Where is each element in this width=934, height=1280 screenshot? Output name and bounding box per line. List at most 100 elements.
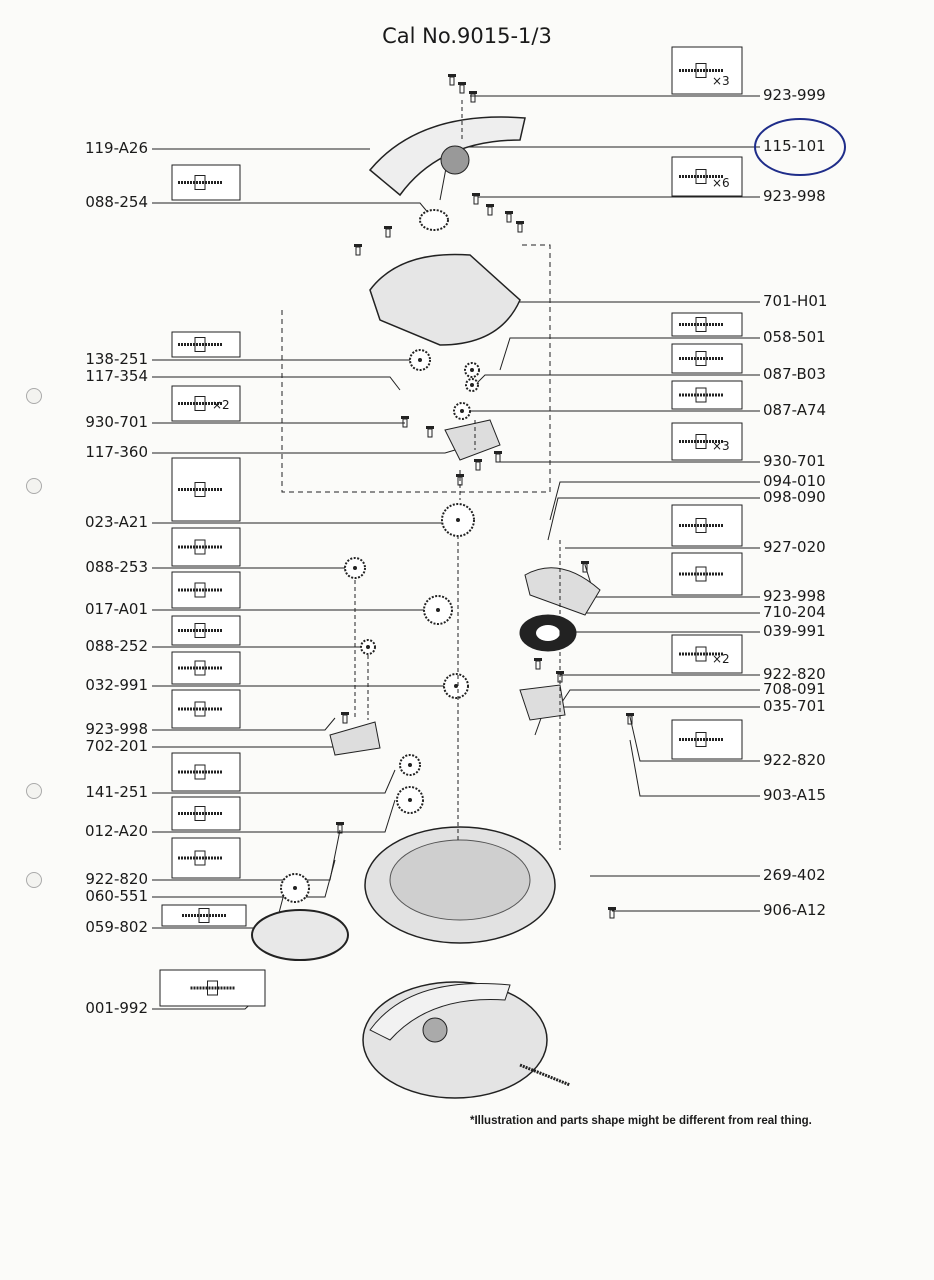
part-number-label: 701-H01 xyxy=(763,292,828,310)
part-number-label: 138-251 xyxy=(85,350,148,368)
screw-icon xyxy=(342,714,348,724)
part-number-label: 923-999 xyxy=(763,86,826,104)
gear-arbor xyxy=(470,368,474,372)
screw-icon xyxy=(487,206,493,216)
leader-line xyxy=(152,799,396,833)
gear-arbor xyxy=(353,566,357,570)
quantity-badge: ×3 xyxy=(712,439,730,453)
screw-icon xyxy=(556,671,564,674)
screw-icon xyxy=(341,712,349,715)
screw-icon xyxy=(608,907,616,910)
leader-line xyxy=(474,374,760,386)
screw-icon xyxy=(459,84,465,94)
part-number-label: 087-A74 xyxy=(763,401,827,419)
screw-icon xyxy=(517,223,523,233)
leader-line xyxy=(629,739,760,797)
screw-icon xyxy=(402,418,408,428)
rotor-bearing xyxy=(440,145,470,175)
part-thumbnail-icon xyxy=(194,764,206,780)
part-thumbnail-icon xyxy=(194,539,206,555)
part-thumbnail-icon xyxy=(198,908,210,923)
leader-line xyxy=(152,449,456,454)
leader-line xyxy=(547,497,760,541)
quantity-badge: ×2 xyxy=(212,398,230,412)
part-number-label: 088-253 xyxy=(85,558,148,576)
part-number-label: 923-998 xyxy=(763,587,826,605)
part-number-label: 039-991 xyxy=(763,622,826,640)
part-thumbnail-icon xyxy=(194,623,206,638)
automatic-bridge xyxy=(369,253,521,346)
gear-arbor xyxy=(460,409,464,413)
balance-hub xyxy=(536,625,560,641)
part-thumbnail-icon xyxy=(194,701,206,717)
part-thumbnail-icon xyxy=(695,317,707,332)
screw-icon xyxy=(475,461,481,471)
part-number-label: 023-A21 xyxy=(84,513,148,531)
part-number-label: 922-820 xyxy=(763,751,826,769)
screw-icon xyxy=(354,244,362,247)
train-bridge xyxy=(329,721,381,756)
screw-icon xyxy=(355,246,361,256)
part-number-label: 923-998 xyxy=(763,187,826,205)
part-thumbnail-icon xyxy=(194,660,206,676)
leader-line xyxy=(569,599,760,614)
part-thumbnail-icon xyxy=(194,396,206,411)
part-thumbnail-icon xyxy=(207,980,218,996)
binder-hole xyxy=(26,478,42,494)
part-thumbnail-icon xyxy=(194,175,206,190)
screw-icon xyxy=(495,453,501,463)
screw-icon xyxy=(505,211,513,214)
part-number-label: 017-A01 xyxy=(84,600,148,618)
leader-line xyxy=(152,717,336,731)
gear-arbor xyxy=(366,645,370,649)
part-thumbnail-icon xyxy=(695,434,707,449)
part-number-label: 702-201 xyxy=(85,737,148,755)
part-number-label: 035-701 xyxy=(763,697,826,715)
part-thumbnail-icon xyxy=(194,582,206,598)
screw-icon xyxy=(336,822,344,825)
part-number-label: 012-A20 xyxy=(84,822,148,840)
screw-icon xyxy=(626,713,634,716)
part-number-label: 923-998 xyxy=(85,720,148,738)
part-number-label: 117-360 xyxy=(85,443,148,461)
part-number-label: 930-701 xyxy=(763,452,826,470)
part-number-label: 906-A12 xyxy=(763,901,827,919)
screw-icon xyxy=(401,416,409,419)
gear-arbor xyxy=(436,608,440,612)
part-number-label: 922-820 xyxy=(85,870,148,888)
screw-icon xyxy=(534,658,542,661)
gear-arbor xyxy=(470,383,474,387)
lever xyxy=(444,419,501,461)
highlight-circle xyxy=(754,118,846,176)
binder-hole xyxy=(26,872,42,888)
leader-line xyxy=(152,859,336,898)
screw-icon xyxy=(427,428,433,438)
gear-arbor xyxy=(454,684,458,688)
screw-icon xyxy=(384,226,392,229)
part-number-label: 098-090 xyxy=(763,488,826,506)
leader-line xyxy=(152,376,401,391)
part-number-label: 088-252 xyxy=(85,637,148,655)
screw-icon xyxy=(474,459,482,462)
part-number-label: 058-501 xyxy=(763,328,826,346)
part-thumbnail-icon xyxy=(695,169,707,184)
part-number-label: 119-A26 xyxy=(84,139,148,157)
disclaimer-footnote: *Illustration and parts shape might be d… xyxy=(470,1115,812,1127)
screw-icon xyxy=(582,563,588,573)
part-thumbnail-icon xyxy=(695,646,707,662)
gear-arbor xyxy=(408,798,412,802)
leader-line xyxy=(559,689,760,706)
regulator-plate xyxy=(519,684,566,721)
gear-arbor xyxy=(418,358,422,362)
screw-icon xyxy=(458,82,466,85)
screw-icon xyxy=(449,76,455,86)
screw-icon xyxy=(506,213,512,223)
screw-icon xyxy=(456,474,464,477)
part-number-label: 708-091 xyxy=(763,680,826,698)
part-number-label: 087-B03 xyxy=(763,365,826,383)
part-number-label: 117-354 xyxy=(85,367,148,385)
screw-icon xyxy=(472,193,480,196)
oscillating-weight-rotor xyxy=(368,116,526,197)
